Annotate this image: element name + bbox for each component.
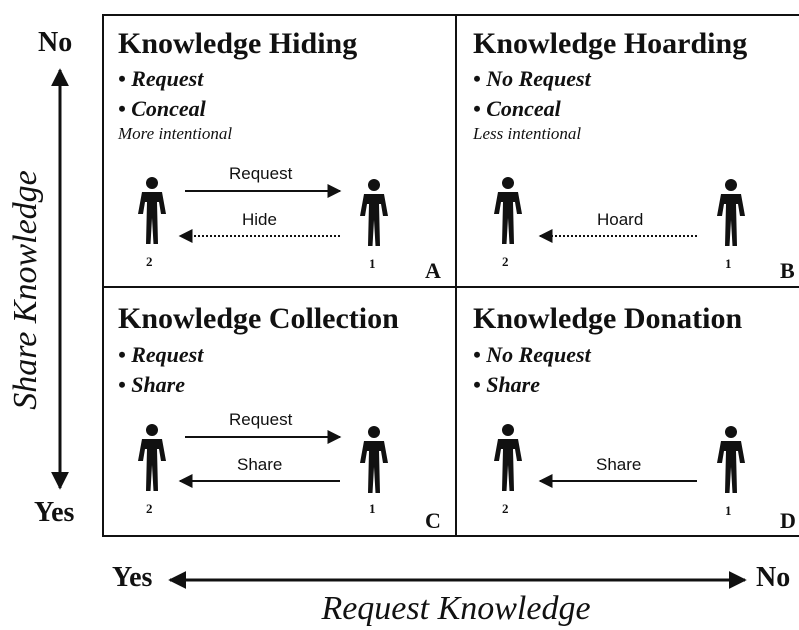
quadrant-d-title: Knowledge Donation <box>473 302 743 335</box>
horizontal-axis-title: Request Knowledge <box>321 590 591 627</box>
quadrant-b-bullet-1: • No Request <box>473 66 591 91</box>
quadrant-b-bullet-2: • Conceal <box>473 96 561 121</box>
person-icon <box>494 177 522 244</box>
quadrant-c-person-1-label: 1 <box>369 501 376 516</box>
person-icon <box>717 179 745 246</box>
vertical-axis-top-label: No <box>38 27 73 58</box>
quadrant-a-arrow-label-hide: Hide <box>242 210 277 229</box>
horizontal-axis-left-label: Yes <box>112 562 153 593</box>
quadrant-b-letter: B <box>780 258 795 283</box>
quadrant-d-bullet-2: • Share <box>473 372 540 397</box>
quadrant-d-arrow-label-share: Share <box>596 455 642 474</box>
horizontal-divider <box>102 286 799 288</box>
quadrant-c-person-2-label: 2 <box>146 501 153 516</box>
quadrant-c-bullet-1: • Request <box>118 342 204 367</box>
person-icon <box>717 426 745 493</box>
quadrant-b-person-2-label: 2 <box>502 254 509 269</box>
quadrant-d-person-2-label: 2 <box>502 501 509 516</box>
quadrant-a-letter: A <box>425 258 441 283</box>
quadrant-d-bullet-1: • No Request <box>473 342 591 367</box>
person-icon <box>494 424 522 491</box>
quadrant-b-person-1-label: 1 <box>725 256 732 271</box>
vertical-axis-bottom-label: Yes <box>34 497 75 528</box>
quadrant-a-title: Knowledge Hiding <box>118 27 358 60</box>
person-icon <box>138 177 166 244</box>
quadrant-a-bullet-2: • Conceal <box>118 96 206 121</box>
quadrant-b-title: Knowledge Hoarding <box>473 27 748 60</box>
quadrant-a-person-2-label: 2 <box>146 254 153 269</box>
quadrant-a-person-1-label: 1 <box>369 256 376 271</box>
quadrant-grid <box>102 14 799 537</box>
quadrant-d-person-1-label: 1 <box>725 503 732 518</box>
quadrant-c-arrow-label-request: Request <box>229 410 293 429</box>
quadrant-b-note: Less intentional <box>473 124 582 143</box>
quadrant-a-arrow-label-request: Request <box>229 164 293 183</box>
person-icon <box>138 424 166 491</box>
quadrant-c-arrow-label-share: Share <box>237 455 283 474</box>
quadrant-b-arrow-label-hoard: Hoard <box>597 210 644 229</box>
person-icon <box>360 426 388 493</box>
quadrant-c-title: Knowledge Collection <box>118 302 399 335</box>
quadrant-a-note: More intentional <box>118 124 233 143</box>
person-icon <box>360 179 388 246</box>
quadrant-c-letter: C <box>425 508 441 533</box>
quadrant-d-letter: D <box>780 508 796 533</box>
quadrant-c-bullet-2: • Share <box>118 372 185 397</box>
horizontal-axis-right-label: No <box>756 562 791 593</box>
vertical-divider <box>455 14 457 537</box>
quadrant-a-bullet-1: • Request <box>118 66 204 91</box>
